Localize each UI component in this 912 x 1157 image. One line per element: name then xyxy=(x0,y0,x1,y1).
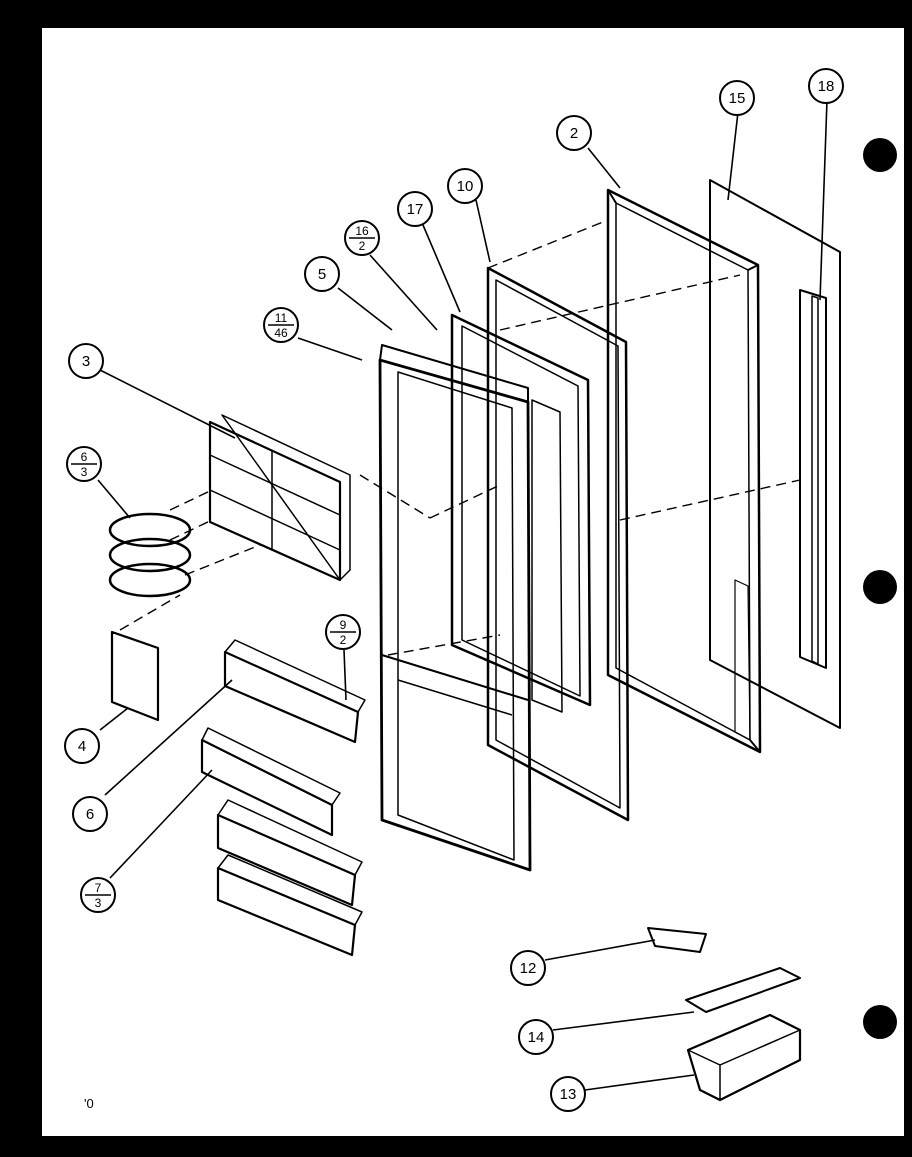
fraction-top-11: 11 xyxy=(275,311,288,325)
fraction-bottom-2: 2 xyxy=(359,239,366,253)
callout-label-2: 2 xyxy=(570,125,578,142)
fraction-bottom-2b: 2 xyxy=(340,633,347,647)
gasket-10 xyxy=(486,266,630,822)
fraction-bottom-46: 46 xyxy=(274,326,288,340)
callout-circle-6 xyxy=(72,796,108,832)
fraction-callout-7-3: 7 3 xyxy=(80,877,116,913)
callout-circle-14 xyxy=(518,1019,554,1055)
bin-7-3-a xyxy=(200,727,341,837)
callout-circle-4 xyxy=(64,728,100,764)
binder-hole-top xyxy=(863,138,897,172)
gasket-18 xyxy=(799,289,827,669)
callout-label-6: 6 xyxy=(86,806,94,823)
callout-label-4: 4 xyxy=(78,738,86,755)
callout-circle-2 xyxy=(556,115,592,151)
binder-hole-bottom xyxy=(863,1005,897,1039)
callout-circle-15 xyxy=(719,80,755,116)
bin-9-2 xyxy=(223,639,366,744)
callout-circle-10 xyxy=(447,168,483,204)
callout-label-10: 10 xyxy=(457,178,474,195)
callout-label-18: 18 xyxy=(818,78,835,95)
panel-15 xyxy=(709,179,841,729)
callout-label-14: 14 xyxy=(528,1029,545,1046)
liner-17 xyxy=(450,313,592,713)
corner-mark: '0 xyxy=(84,1096,94,1111)
binder-hole-middle xyxy=(863,570,897,604)
callout-label-17: 17 xyxy=(407,201,424,218)
callout-circle-17 xyxy=(397,191,433,227)
alignment-lines xyxy=(119,219,801,656)
fraction-top-16: 16 xyxy=(355,224,369,238)
callout-circle-5 xyxy=(304,256,340,292)
leader-lines xyxy=(97,99,828,1091)
bin-7-3-c xyxy=(216,854,363,957)
fraction-callout-6-3: 6 3 xyxy=(66,446,102,482)
callout-label-12: 12 xyxy=(520,960,537,977)
fraction-top-9: 9 xyxy=(340,618,347,632)
fraction-top-6: 6 xyxy=(81,450,88,464)
fraction-callout-9-2: 9 2 xyxy=(325,614,361,650)
bucket-13 xyxy=(686,1013,802,1102)
shelf-3 xyxy=(208,414,351,582)
fraction-top-7: 7 xyxy=(95,881,102,895)
callout-circle-13 xyxy=(550,1076,586,1112)
fraction-callout-16-2: 16 2 xyxy=(344,220,380,256)
callout-circle-12 xyxy=(510,950,546,986)
door-liner-5 xyxy=(378,344,532,872)
callout-circle-18 xyxy=(808,68,844,104)
callout-label-13: 13 xyxy=(560,1086,577,1103)
callout-label-5: 5 xyxy=(318,266,326,283)
bin-7-3-b xyxy=(216,799,363,907)
fraction-bottom-3: 3 xyxy=(81,465,88,479)
callout-label-15: 15 xyxy=(729,90,746,107)
lid-14 xyxy=(685,967,801,1013)
door-outer-2 xyxy=(606,188,762,754)
cover-4 xyxy=(110,630,160,722)
fraction-bottom-3b: 3 xyxy=(95,896,102,910)
callout-circle-3 xyxy=(68,343,104,379)
fraction-callout-11-46: 11 46 xyxy=(263,307,299,343)
callout-label-3: 3 xyxy=(82,353,90,370)
